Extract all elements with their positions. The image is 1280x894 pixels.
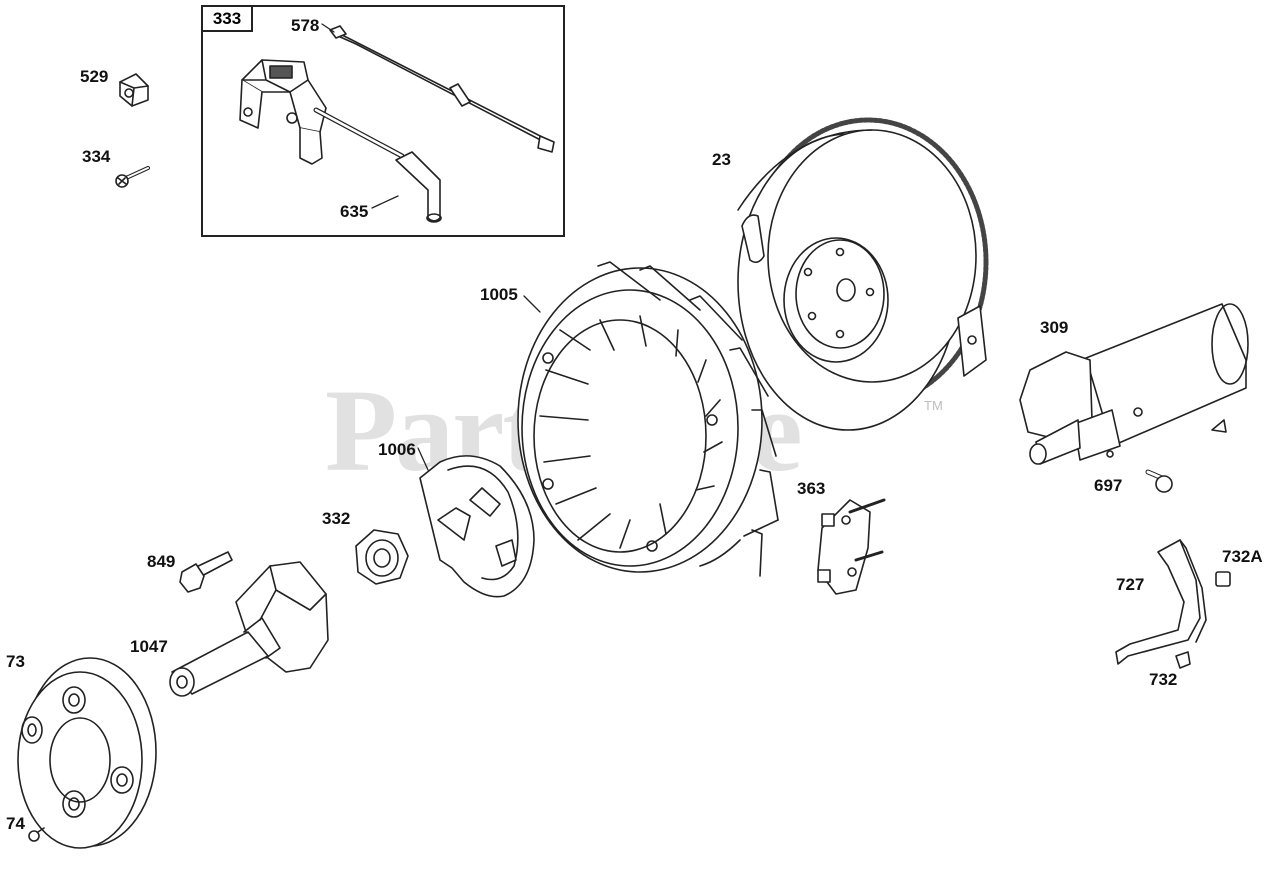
- part-849-bolt[interactable]: [179, 551, 233, 593]
- part-333-ignition-module[interactable]: [239, 59, 327, 165]
- part-1006-screen[interactable]: [419, 455, 535, 598]
- callout-73[interactable]: 73: [6, 652, 25, 671]
- callout-578[interactable]: 578: [291, 16, 320, 35]
- part-732-screw[interactable]: [1175, 651, 1191, 669]
- part-578-ground-wire[interactable]: [329, 25, 555, 153]
- part-363-bracket[interactable]: [817, 498, 886, 595]
- part-635-plug-wire[interactable]: [313, 107, 442, 223]
- callout-334[interactable]: 334: [82, 147, 111, 166]
- part-697-bolt[interactable]: [1145, 469, 1173, 493]
- part-732a-nut[interactable]: [1215, 571, 1231, 587]
- callout-74[interactable]: 74: [6, 814, 25, 833]
- callout-23[interactable]: 23: [712, 150, 731, 169]
- callout-635[interactable]: 635: [340, 202, 369, 221]
- part-727-bracket[interactable]: [1115, 539, 1207, 665]
- inset-frame: [201, 5, 565, 237]
- part-529-bushing[interactable]: [119, 73, 149, 107]
- callout-732a[interactable]: 732A: [1222, 547, 1263, 566]
- inset-label[interactable]: 333: [201, 5, 253, 32]
- watermark-trademark: TM: [924, 398, 943, 413]
- part-332-nut[interactable]: [355, 529, 409, 585]
- callout-332[interactable]: 332: [322, 509, 351, 528]
- callout-1006[interactable]: 1006: [378, 440, 416, 459]
- part-334-screw[interactable]: [115, 166, 150, 188]
- callout-363[interactable]: 363: [797, 479, 826, 498]
- callout-529[interactable]: 529: [80, 67, 109, 86]
- callout-849[interactable]: 849: [147, 552, 176, 571]
- callout-697[interactable]: 697: [1094, 476, 1123, 495]
- callout-732[interactable]: 732: [1149, 670, 1178, 689]
- callout-1047[interactable]: 1047: [130, 637, 168, 656]
- part-74-screw[interactable]: [28, 827, 45, 842]
- part-73-plate[interactable]: [17, 657, 157, 849]
- leader-lines: [321, 23, 541, 471]
- part-1047-adapter[interactable]: [169, 561, 329, 697]
- part-23-flywheel[interactable]: [737, 117, 989, 431]
- part-1005-fan[interactable]: [517, 261, 779, 577]
- callout-309[interactable]: 309: [1040, 318, 1069, 337]
- callout-727[interactable]: 727: [1116, 575, 1145, 594]
- callout-1005[interactable]: 1005: [480, 285, 518, 304]
- part-309-starter[interactable]: [1019, 303, 1249, 465]
